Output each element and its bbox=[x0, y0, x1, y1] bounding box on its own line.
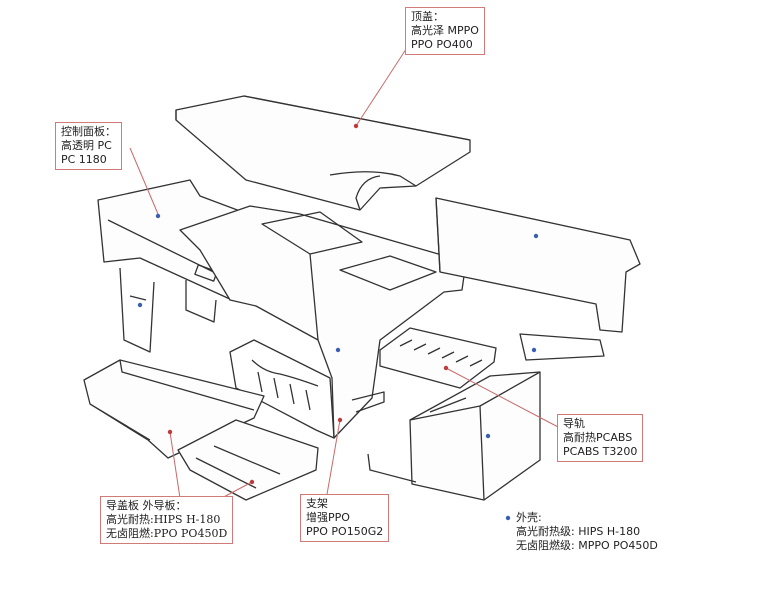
callout-guide-rail-line2: PCABS T3200 bbox=[563, 445, 638, 458]
top-cover-part bbox=[175, 95, 471, 211]
callout-guide-cover-line1: 高光耐热:HIPS H-180 bbox=[106, 513, 221, 526]
callout-bracket-line2: PPO PO150G2 bbox=[306, 525, 384, 538]
dot-rear-small bbox=[531, 347, 537, 353]
callout-control-panel-title: 控制面板： bbox=[61, 125, 116, 138]
leader-bracket bbox=[325, 419, 341, 501]
legend-housing-line1: 高光耐热级: HIPS H-180 bbox=[516, 525, 641, 538]
callout-guide-rail-line1: 高耐热PCABS bbox=[563, 431, 633, 444]
guide-rail-part bbox=[379, 327, 497, 389]
callout-top-cover: 顶盖： 高光泽 MPPO PPO PO400 bbox=[405, 7, 485, 55]
dot-housing bbox=[485, 433, 491, 439]
callout-bracket-line1: 增强PPO bbox=[306, 511, 350, 524]
callout-guide-rail-title: 导轨 bbox=[563, 417, 585, 430]
legend-housing: 外壳: 高光耐热级: HIPS H-180 无卤阻燃级: MPPO PO450D bbox=[516, 511, 658, 553]
callout-bracket-title: 支架 bbox=[306, 497, 328, 510]
callout-top-cover-line2: PPO PO400 bbox=[411, 38, 473, 51]
callout-guide-cover-title: 导盖板 外导板： bbox=[106, 499, 187, 512]
dot-legend bbox=[505, 515, 511, 521]
callout-guide-rail: 导轨 高耐热PCABS PCABS T3200 bbox=[557, 414, 644, 462]
callout-top-cover-title: 顶盖： bbox=[411, 10, 444, 23]
callout-control-panel: 控制面板： 高透明 PC PC 1180 bbox=[55, 122, 122, 170]
callout-control-panel-line1: 高透明 PC bbox=[61, 139, 112, 152]
dot-guide-rail bbox=[443, 365, 449, 371]
outer-guide-plate-part bbox=[177, 419, 319, 501]
dot-outer-plate bbox=[249, 479, 255, 485]
dot-control-panel bbox=[155, 213, 161, 219]
callout-bracket: 支架 增强PPO PPO PO150G2 bbox=[300, 494, 390, 542]
leader-control-panel bbox=[129, 147, 159, 215]
leader-guide-cover bbox=[169, 431, 181, 499]
callout-top-cover-line1: 高光泽 MPPO bbox=[411, 24, 479, 37]
dot-bracket bbox=[337, 417, 343, 423]
dot-side-right bbox=[533, 233, 539, 239]
main-body-part bbox=[179, 205, 467, 439]
callout-control-panel-line2: PC 1180 bbox=[61, 153, 107, 166]
leader-top-cover bbox=[355, 39, 413, 127]
outer-housing-part bbox=[367, 371, 541, 501]
legend-housing-line2: 无卤阻燃级: MPPO PO450D bbox=[516, 539, 658, 552]
side-panel-part bbox=[435, 197, 641, 361]
leader-guide-rail bbox=[445, 367, 561, 429]
callout-guide-cover: 导盖板 外导板： 高光耐热:HIPS H-180 无卤阻燃:PPO PO450D bbox=[100, 496, 234, 544]
legend-housing-title: 外壳: bbox=[516, 511, 542, 524]
dot-top-cover bbox=[353, 123, 359, 129]
callout-guide-cover-line2: 无卤阻燃:PPO PO450D bbox=[106, 527, 228, 540]
dot-guide-cover bbox=[167, 429, 173, 435]
dot-side-left bbox=[137, 302, 143, 308]
dot-body bbox=[335, 347, 341, 353]
